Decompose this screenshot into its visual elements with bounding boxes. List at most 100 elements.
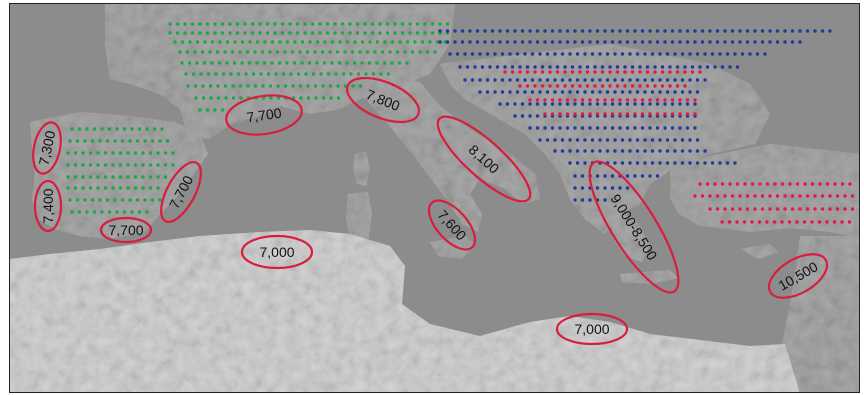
- settlement-dot: [813, 207, 817, 211]
- settlement-dot: [660, 65, 665, 69]
- settlement-dot: [224, 96, 228, 100]
- annotation-france-south[interactable]: 7,700: [224, 91, 305, 139]
- settlement-dot: [648, 102, 652, 106]
- landmass-crete: [620, 270, 678, 284]
- settlement-dot: [160, 127, 164, 131]
- settlement-dot: [595, 98, 600, 102]
- settlement-dot: [523, 52, 527, 56]
- settlement-dot: [77, 127, 82, 131]
- settlement-dot: [683, 84, 687, 88]
- settlement-dot: [558, 98, 562, 102]
- settlement-dot: [678, 40, 682, 44]
- settlement-dot: [518, 84, 522, 88]
- mediterranean-map[interactable]: 7,300 7,400 7,700 7,700 7,700 7,800: [10, 4, 860, 393]
- settlement-dot: [358, 50, 362, 54]
- settlement-dot: [590, 138, 595, 142]
- settlement-dot: [438, 29, 442, 33]
- settlement-dot: [483, 29, 487, 33]
- settlement-dot: [96, 163, 100, 167]
- settlement-dot: [261, 96, 266, 100]
- settlement-dot: [240, 40, 245, 44]
- settlement-dot: [698, 65, 702, 69]
- settlement-dot: [685, 29, 690, 33]
- settlement-dot: [570, 70, 575, 74]
- settlement-dot: [560, 90, 565, 94]
- settlement-dot: [285, 40, 290, 44]
- settlement-dot: [468, 29, 472, 33]
- settlement-dot: [613, 149, 617, 153]
- settlement-dot: [141, 186, 145, 190]
- settlement-dot: [130, 210, 134, 214]
- settlement-dot: [568, 149, 572, 153]
- settlement-dot: [68, 198, 72, 202]
- settlement-dot: [343, 50, 347, 54]
- settlement-dot: [727, 220, 732, 224]
- settlement-dot: [340, 22, 345, 26]
- settlement-dot: [232, 61, 237, 65]
- landmass-corsica: [353, 152, 370, 186]
- settlement-dot: [201, 84, 205, 88]
- settlement-dot: [265, 22, 270, 26]
- settlement-dot: [573, 126, 577, 130]
- settlement-dot: [693, 29, 697, 33]
- settlement-dot: [613, 161, 617, 165]
- settlement-dot: [655, 112, 660, 116]
- settlement-dot: [605, 52, 610, 56]
- settlement-dot: [370, 22, 375, 26]
- settlement-dot: [583, 90, 587, 94]
- settlement-dot: [303, 22, 307, 26]
- settlement-dot: [528, 40, 532, 44]
- settlement-dot: [558, 29, 562, 33]
- settlement-dot: [588, 126, 592, 130]
- settlement-dot: [328, 50, 332, 54]
- settlement-dot: [533, 70, 537, 74]
- settlement-dot: [198, 31, 202, 35]
- settlement-dot: [498, 29, 502, 33]
- settlement-dot: [363, 22, 367, 26]
- settlement-dot: [107, 127, 112, 131]
- settlement-dot: [490, 40, 495, 44]
- settlement-dot: [588, 40, 592, 44]
- settlement-dot: [583, 161, 587, 165]
- settlement-dot: [550, 126, 555, 130]
- annotation-iberia-west[interactable]: 7,400: [33, 179, 63, 233]
- settlement-dot: [423, 31, 427, 35]
- annotation-iberia-north[interactable]: 7,300: [29, 120, 65, 176]
- settlement-dot: [523, 78, 527, 82]
- settlement-dot: [126, 186, 130, 190]
- settlement-dot: [730, 194, 735, 198]
- settlement-dot: [148, 175, 153, 179]
- settlement-dot: [543, 102, 547, 106]
- annotation-maghreb[interactable]: 7,000: [240, 234, 314, 270]
- settlement-dot: [790, 29, 795, 33]
- settlement-dot: [678, 112, 682, 116]
- settlement-dot: [533, 84, 537, 88]
- settlement-dot: [468, 40, 472, 44]
- settlement-dot: [118, 151, 123, 155]
- settlement-dot: [643, 78, 647, 82]
- annotation-iberia-south[interactable]: 7,700: [99, 216, 153, 244]
- settlement-dot: [186, 84, 190, 88]
- settlement-dot: [640, 174, 645, 178]
- annotation-cyrenaica[interactable]: 7,000: [555, 312, 629, 346]
- settlement-dot: [190, 22, 195, 26]
- settlement-dot: [218, 40, 222, 44]
- settlement-dot: [276, 96, 281, 100]
- settlement-dot: [520, 40, 525, 44]
- settlement-dot: [655, 98, 660, 102]
- settlement-dot: [648, 40, 652, 44]
- settlement-dot: [473, 65, 477, 69]
- settlement-dot: [263, 40, 267, 44]
- settlement-dot: [538, 90, 542, 94]
- settlement-dot: [658, 78, 662, 82]
- settlement-dot: [695, 90, 700, 94]
- settlement-dot: [573, 98, 577, 102]
- settlement-dot: [768, 29, 772, 33]
- settlement-dot: [580, 29, 585, 33]
- settlement-dot: [585, 65, 590, 69]
- settlement-dot: [655, 126, 660, 130]
- settlement-dot: [253, 84, 258, 88]
- settlement-dot: [349, 72, 353, 76]
- settlement-dot: [610, 29, 615, 33]
- settlement-dot: [535, 126, 540, 130]
